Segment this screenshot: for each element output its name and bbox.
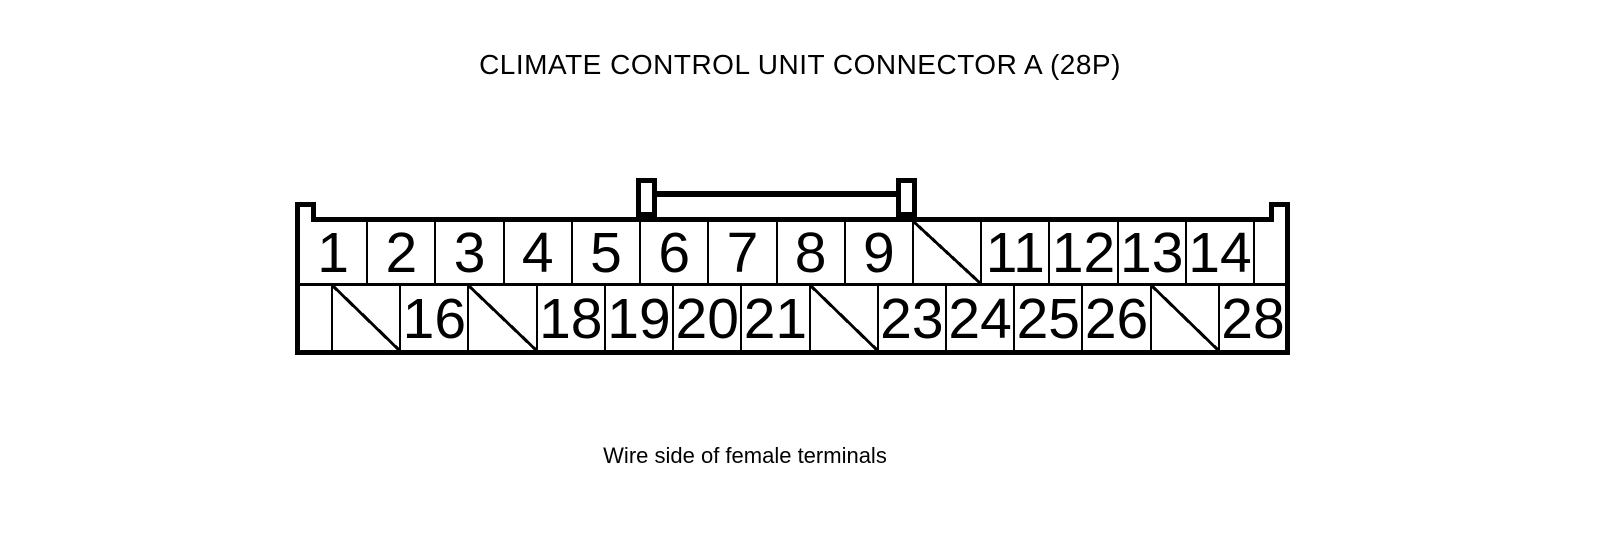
pin-cell-11: 11 — [982, 222, 1051, 283]
pin-cell-19: 19 — [606, 286, 675, 350]
connector-bottom-edge — [295, 350, 1290, 355]
spacer-cell — [300, 286, 333, 350]
blocked-pin-cell — [333, 286, 402, 350]
pin-cell-3: 3 — [436, 222, 505, 283]
spacer-cell — [1255, 222, 1286, 283]
pin-cell-20: 20 — [674, 286, 743, 350]
pin-cell-16: 16 — [401, 286, 470, 350]
blocked-pin-cell — [810, 286, 879, 350]
pin-cell-8: 8 — [778, 222, 846, 283]
pin-cell-26: 26 — [1083, 286, 1152, 350]
connector-right-notch — [1269, 202, 1290, 207]
pin-cell-24: 24 — [947, 286, 1016, 350]
latch-bar — [655, 191, 901, 197]
pin-cell-2: 2 — [368, 222, 437, 283]
latch-tab-right — [896, 178, 917, 217]
pin-cell-12: 12 — [1050, 222, 1119, 283]
pin-cell-23: 23 — [879, 286, 947, 350]
blocked-pin-cell — [1151, 286, 1220, 350]
blocked-pin-cell — [469, 286, 538, 350]
blocked-pin-cell — [913, 222, 983, 283]
connector-left-notch — [295, 202, 316, 207]
pin-cell-28: 28 — [1221, 286, 1285, 350]
pin-cell-21: 21 — [742, 286, 811, 350]
pin-cell-4: 4 — [505, 222, 573, 283]
connector-top-edge — [311, 217, 1273, 222]
pin-cell-13: 13 — [1119, 222, 1187, 283]
pin-cell-18: 18 — [538, 286, 606, 350]
connector-right-notch-step — [1269, 202, 1274, 222]
pin-cell-6: 6 — [641, 222, 710, 283]
diagram-title: CLIMATE CONTROL UNIT CONNECTOR A (28P) — [479, 49, 1121, 80]
pin-cell-9: 9 — [846, 222, 914, 283]
pin-cell-25: 25 — [1015, 286, 1084, 350]
pin-cell-7: 7 — [709, 222, 778, 283]
pin-cell-5: 5 — [573, 222, 642, 283]
connector-right-edge — [1285, 202, 1290, 355]
connector-left-notch-step — [311, 202, 316, 222]
caption: Wire side of female terminals — [603, 443, 887, 468]
pin-cell-14: 14 — [1187, 222, 1256, 283]
connector-left-edge — [295, 202, 300, 355]
latch-tab-left — [636, 178, 657, 217]
pin-cell-1: 1 — [300, 222, 369, 283]
